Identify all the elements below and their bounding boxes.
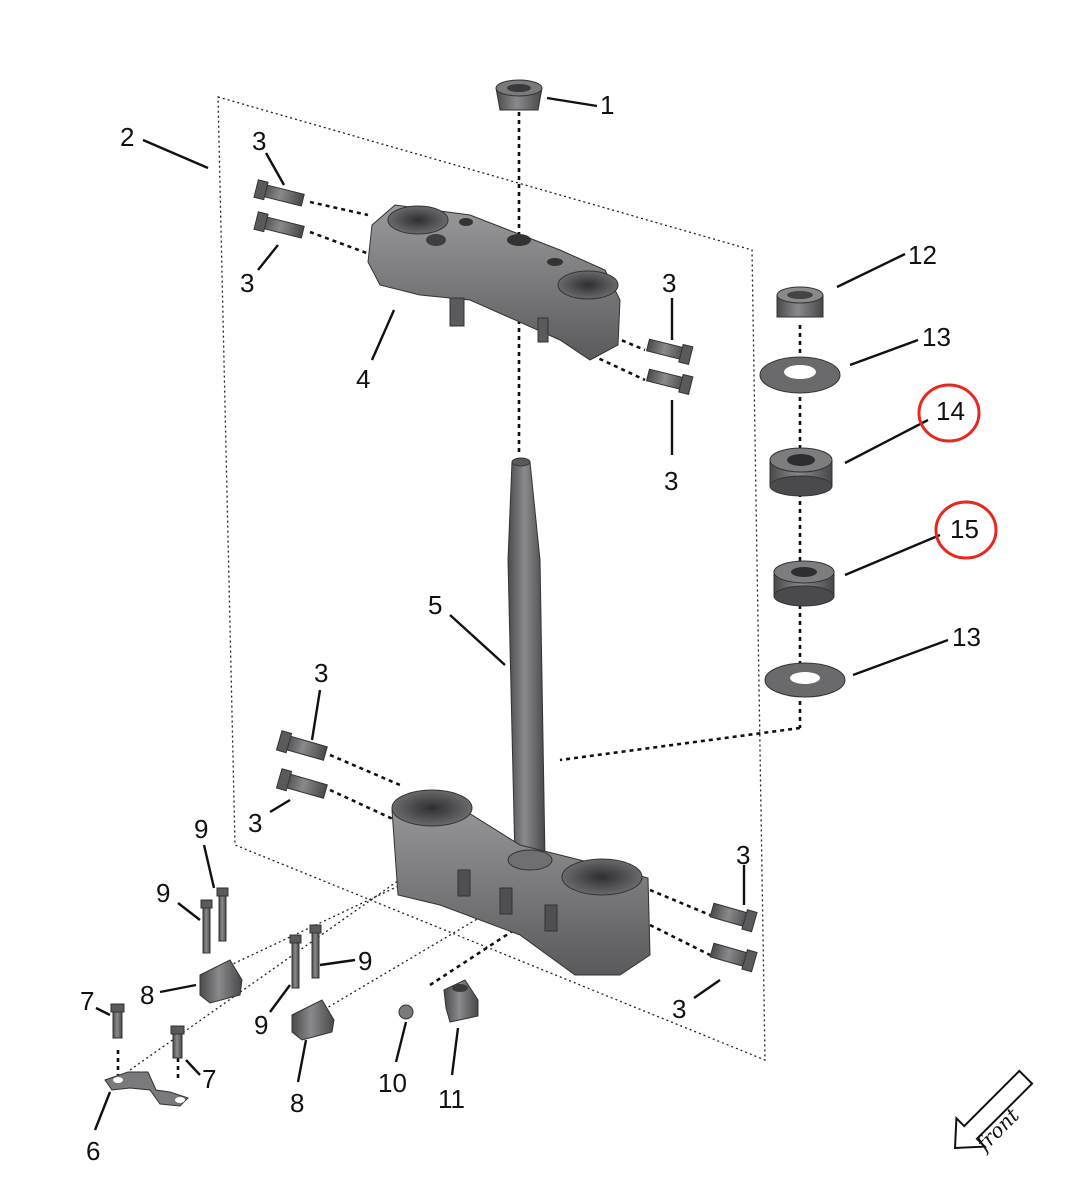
highlight-circle-14	[917, 383, 981, 443]
callout-2: 2	[120, 122, 134, 152]
callout-7: 7	[202, 1064, 216, 1094]
part-clip-11	[443, 979, 479, 1023]
callout-11: 11	[438, 1084, 465, 1114]
highlight-circle-15	[934, 500, 998, 560]
callout-12: 12	[908, 240, 937, 270]
highlight-circles	[917, 383, 998, 560]
leader-lines	[93, 96, 949, 1131]
front-direction-arrow: front	[953, 1069, 1034, 1157]
callout-7: 7	[80, 986, 94, 1016]
callout-3: 3	[662, 268, 676, 298]
callout-10: 10	[378, 1068, 407, 1098]
part-screw-10	[398, 1004, 414, 1020]
part-bolts	[253, 179, 758, 973]
callout-numbers: 1 2 3 3 4 3 3 12 13 14 15 13 5 3 3 3 3 9…	[80, 90, 981, 1166]
callout-9: 9	[254, 1010, 268, 1040]
part-bearing-lower	[773, 560, 835, 607]
part-clamp-blocks	[199, 959, 335, 1041]
part-cap	[495, 79, 543, 111]
part-screws	[110, 1003, 185, 1059]
callout-3: 3	[240, 268, 254, 298]
assembly-frame	[217, 96, 766, 1061]
callout-6: 6	[86, 1136, 100, 1166]
callout-14: 14	[936, 396, 965, 426]
part-long-bolts	[200, 887, 322, 989]
callout-5: 5	[428, 590, 442, 620]
callout-15: 15	[950, 514, 979, 544]
part-bracket	[104, 1071, 189, 1107]
callout-8: 8	[290, 1088, 304, 1118]
callout-9: 9	[194, 814, 208, 844]
part-stem-nut	[776, 286, 824, 318]
part-lower-triple-clamp	[391, 789, 651, 976]
callout-9: 9	[358, 946, 372, 976]
callout-9: 9	[156, 878, 170, 908]
callout-3: 3	[664, 466, 678, 496]
part-washer-upper	[759, 356, 841, 394]
callout-8: 8	[140, 980, 154, 1010]
part-bearing-upper	[769, 447, 833, 497]
callout-13: 13	[952, 622, 981, 652]
callout-4: 4	[356, 364, 370, 394]
part-upper-triple-clamp	[367, 204, 621, 361]
callout-3: 3	[736, 840, 750, 870]
callout-3: 3	[314, 658, 328, 688]
callout-3: 3	[672, 994, 686, 1024]
part-washer-lower	[764, 662, 846, 698]
callout-3: 3	[252, 126, 266, 156]
callout-1: 1	[600, 90, 614, 120]
callout-3: 3	[248, 808, 262, 838]
part-steering-stem	[507, 457, 546, 861]
callout-13: 13	[922, 322, 951, 352]
